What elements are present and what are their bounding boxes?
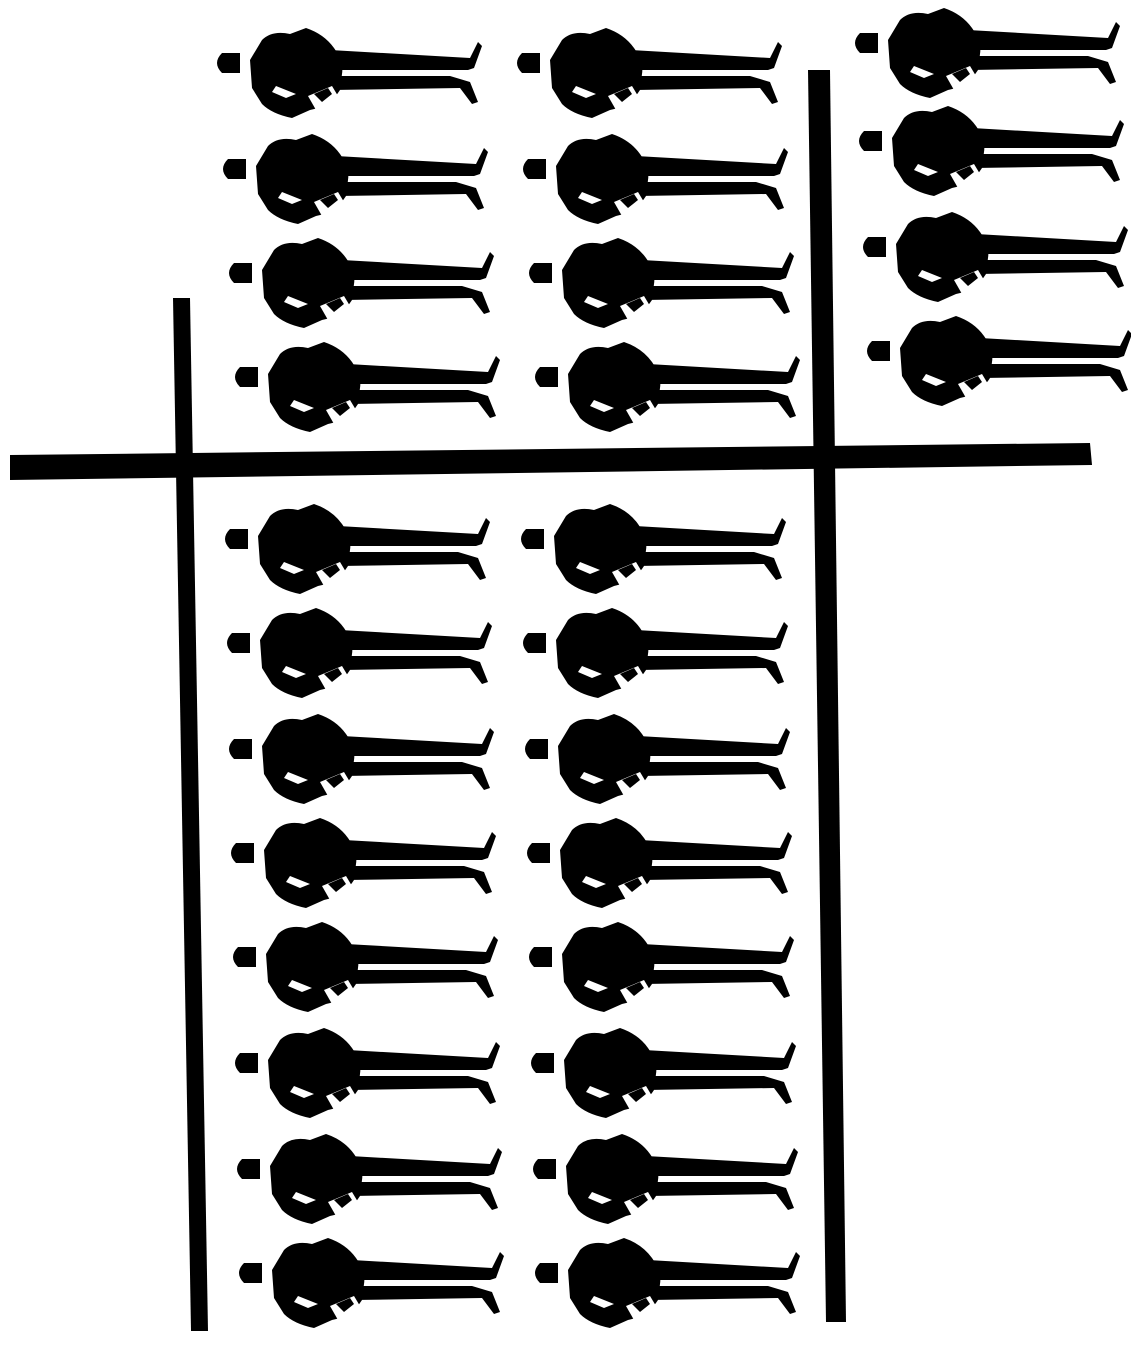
- person-lying-icon: [529, 922, 794, 1012]
- person-lying-icon: [521, 504, 786, 594]
- upper-right-block: [855, 8, 1131, 406]
- person-lying-icon: [867, 316, 1131, 406]
- divider-lines: [10, 70, 1092, 1331]
- person-lying-icon: [529, 238, 794, 328]
- person-lying-icon: [235, 342, 500, 432]
- person-lying-icon: [535, 1238, 800, 1328]
- person-lying-icon: [235, 1028, 500, 1118]
- person-lying-icon: [217, 28, 482, 118]
- person-lying-icon: [233, 922, 498, 1012]
- person-lying-icon: [523, 134, 788, 224]
- person-lying-icon: [535, 342, 800, 432]
- person-lying-icon: [855, 8, 1120, 98]
- right-vertical-divider: [808, 70, 846, 1322]
- lower-block: [225, 504, 800, 1328]
- horizontal-divider: [10, 443, 1092, 480]
- person-lying-icon: [227, 608, 492, 698]
- person-lying-icon: [525, 714, 790, 804]
- person-lying-icon: [859, 106, 1124, 196]
- person-lying-icon: [239, 1238, 504, 1328]
- person-lying-icon: [531, 1028, 796, 1118]
- figures-layer: [217, 8, 1131, 1328]
- person-lying-icon: [237, 1134, 502, 1224]
- person-lying-icon: [229, 714, 494, 804]
- person-lying-icon: [523, 608, 788, 698]
- person-lying-icon: [229, 238, 494, 328]
- person-lying-icon: [533, 1134, 798, 1224]
- left-vertical-divider: [173, 298, 208, 1331]
- person-lying-icon: [223, 134, 488, 224]
- person-lying-icon: [517, 28, 782, 118]
- person-lying-icon: [231, 818, 496, 908]
- person-lying-icon: [527, 818, 792, 908]
- person-lying-icon: [225, 504, 490, 594]
- person-lying-icon: [863, 212, 1128, 302]
- upper-left-block: [217, 28, 800, 432]
